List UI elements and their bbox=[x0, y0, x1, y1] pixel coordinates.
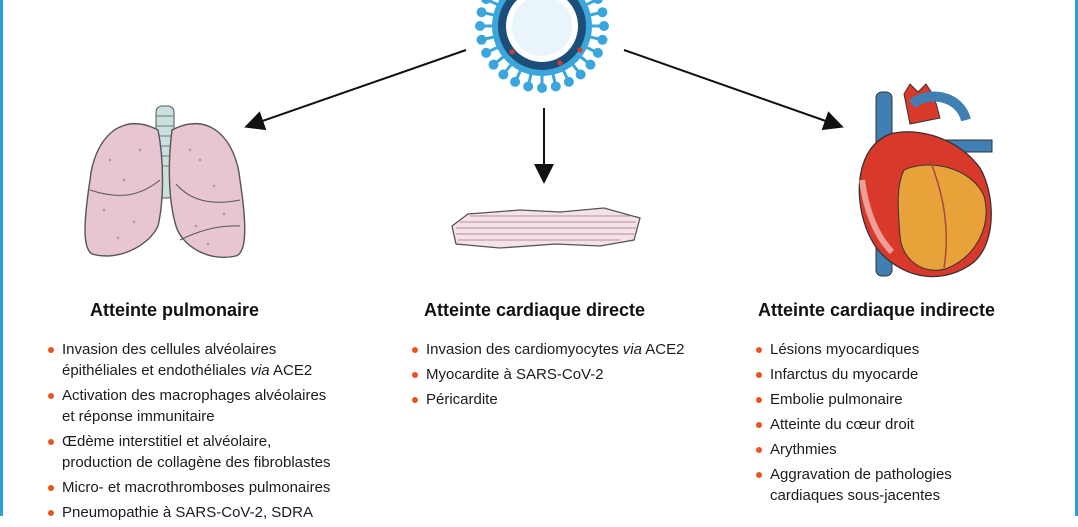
virus-spike-tip bbox=[592, 0, 603, 5]
illustration bbox=[84, 0, 993, 278]
column-indirect-cardiac: Atteinte cardiaque indirecte Lésions myo… bbox=[756, 300, 1056, 510]
virus-spike-tip bbox=[498, 69, 509, 80]
virus-icon bbox=[475, 0, 609, 93]
virus-spike-tip bbox=[597, 34, 608, 45]
virus-spike-tip bbox=[575, 69, 586, 80]
heart-icon bbox=[858, 83, 993, 278]
bullet-list: Invasion des cardiomyocytes via ACE2 Myo… bbox=[412, 339, 732, 410]
list-item: Embolie pulmonaire bbox=[756, 389, 1056, 410]
list-item: Lésions myocardiques bbox=[756, 339, 1056, 360]
virus-spike-tip bbox=[481, 47, 492, 58]
list-item: Myocardite à SARS-CoV-2 bbox=[412, 364, 732, 385]
column-title: Atteinte cardiaque directe bbox=[424, 300, 646, 320]
list-item: Péricardite bbox=[412, 389, 732, 410]
virus-spike-tip bbox=[597, 7, 608, 18]
list-item: Pneumopathie à SARS-CoV-2, SDRA bbox=[48, 502, 378, 523]
cardiomyocyte-icon bbox=[451, 207, 641, 249]
virus-spike-tip bbox=[476, 34, 487, 45]
lungs-icon bbox=[84, 105, 246, 258]
arrow-to-lungs bbox=[244, 49, 467, 131]
list-item: Micro- et macrothromboses pulmonaires bbox=[48, 477, 378, 498]
virus-spike-tip bbox=[488, 59, 499, 70]
virus-spike-tip bbox=[550, 81, 561, 92]
virus-spike-tip bbox=[592, 47, 603, 58]
virus-spike-tip bbox=[523, 81, 534, 92]
list-item: Invasion des cardiomyocytes via ACE2 bbox=[412, 339, 732, 360]
column-direct-cardiac: Atteinte cardiaque directe Invasion des … bbox=[412, 300, 732, 414]
virus-spike-tip bbox=[510, 76, 521, 87]
virus-spike-tip bbox=[585, 59, 596, 70]
list-item: Arythmies bbox=[756, 439, 1056, 460]
arrow-to-heart bbox=[623, 49, 844, 131]
virus-spike-tip bbox=[475, 21, 485, 31]
virus-spike-tip bbox=[563, 76, 574, 87]
frame-left bbox=[0, 0, 3, 516]
list-item: Œdème interstitiel et alvéolaire,product… bbox=[48, 431, 378, 473]
column-pulmonary: Atteinte pulmonaire Invasion des cellule… bbox=[48, 300, 378, 527]
virus-spike-tip bbox=[481, 0, 492, 5]
bullet-list: Lésions myocardiques Infarctus du myocar… bbox=[756, 339, 1056, 506]
list-item: Infarctus du myocarde bbox=[756, 364, 1056, 385]
column-title: Atteinte cardiaque indirecte bbox=[758, 300, 996, 320]
list-item: Atteinte du cœur droit bbox=[756, 414, 1056, 435]
virus-spike-tip bbox=[537, 83, 547, 93]
column-title: Atteinte pulmonaire bbox=[90, 300, 260, 320]
frame-right bbox=[1075, 0, 1078, 516]
virus-spike-tip bbox=[476, 7, 487, 18]
virus-spike-tip bbox=[599, 21, 609, 31]
